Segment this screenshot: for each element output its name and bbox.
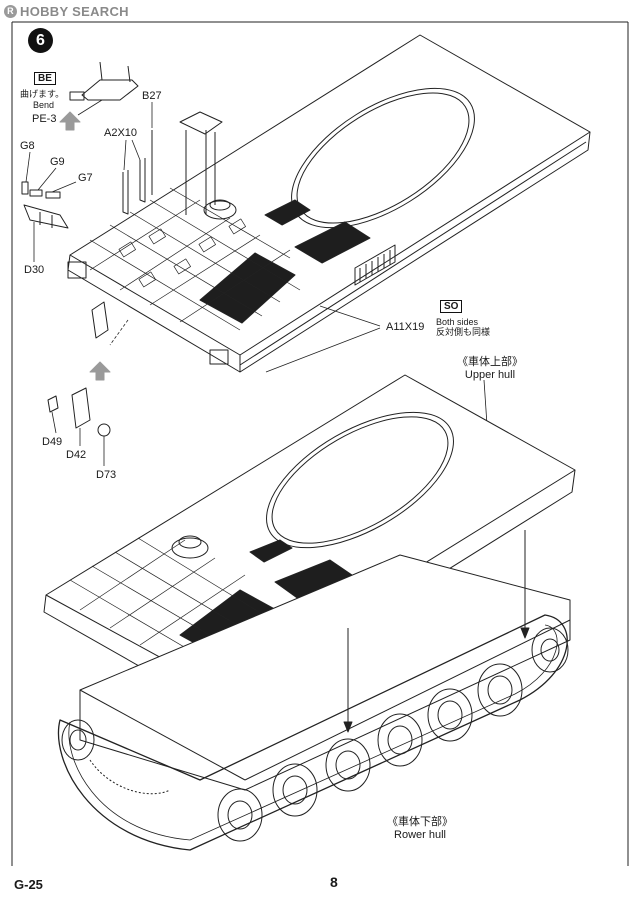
part-label-g7: G7 <box>78 172 93 184</box>
part-label-d30: D30 <box>24 264 45 276</box>
upper-hull-label-en: Upper hull <box>464 369 516 381</box>
g-parts <box>21 181 69 229</box>
registered-mark-icon: R <box>4 4 17 18</box>
both-sides-badge: SO <box>440 300 463 313</box>
part-label-d49: D49 <box>42 436 63 448</box>
part-label-pe3: PE-3 <box>32 113 57 125</box>
part-label-a2x10: A2X10 <box>104 127 138 139</box>
page-number: 8 <box>330 874 338 890</box>
both-sides-ja: 反対側も同様 <box>436 327 491 337</box>
footer-code: G-25 <box>14 877 43 892</box>
lower-hull-label-ja: 《車体下部》 <box>387 816 453 828</box>
a2x10-handles <box>122 130 153 215</box>
leader-lines <box>25 99 489 466</box>
lower-hull-label-en: Rower hull <box>394 829 446 841</box>
part-label-g9: G9 <box>50 156 65 168</box>
both-sides-en: Both sides <box>436 317 479 327</box>
part-label-b27: B27 <box>142 90 162 102</box>
rear-bracket-part <box>179 111 223 215</box>
up-arrow-icon <box>59 111 81 131</box>
lower-hull-drawing <box>57 554 571 851</box>
up-arrow-icon <box>89 361 111 381</box>
part-label-d73: D73 <box>96 469 117 481</box>
upper-hull-label-ja: 《車体上部》 <box>457 356 523 368</box>
upper-hull-top-drawing <box>67 34 591 373</box>
part-label-d42: D42 <box>66 449 87 461</box>
assembly-arrows <box>343 530 530 733</box>
pe3-bend-part <box>69 61 139 101</box>
watermark: R HOBBY SEARCH <box>4 3 129 19</box>
step-number: 6 <box>28 28 53 53</box>
part-label-g8: G8 <box>20 140 35 152</box>
bend-note-en: Bend <box>33 100 55 110</box>
bend-badge: BE <box>34 72 56 85</box>
watermark-text: HOBBY SEARCH <box>20 3 129 19</box>
bend-note-ja: 曲げます。 <box>20 89 65 99</box>
part-label-a11x19: A11X19 <box>386 321 425 333</box>
